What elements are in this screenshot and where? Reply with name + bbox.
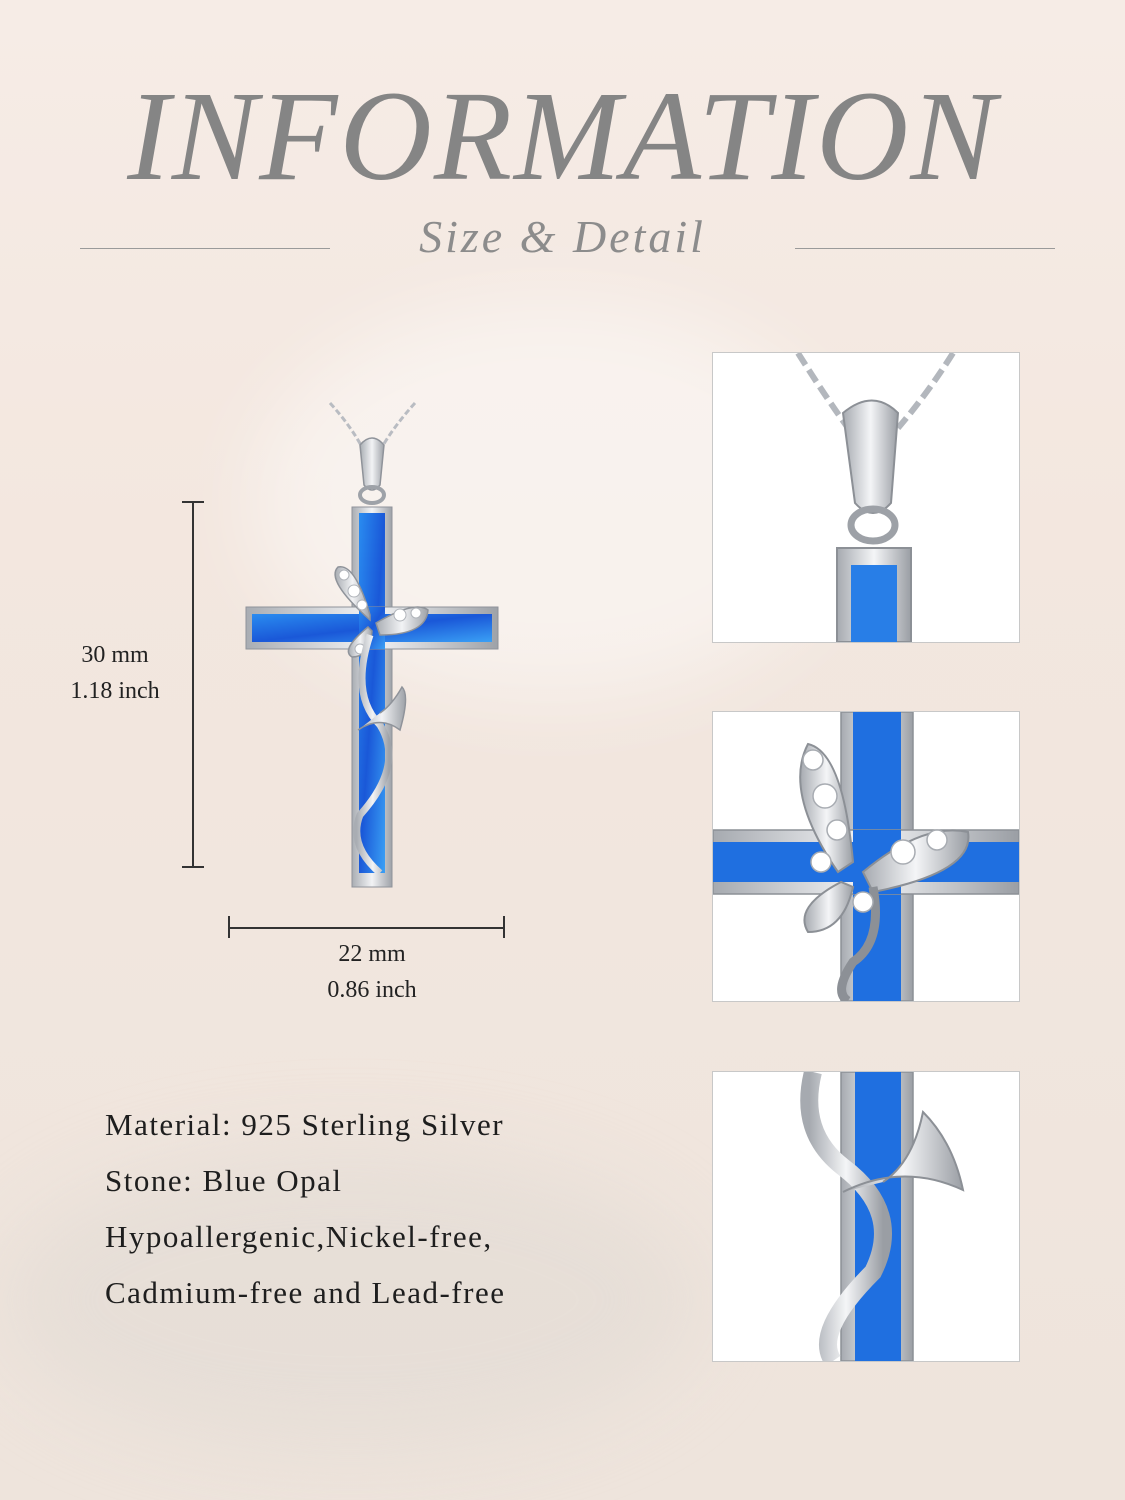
width-dimension-line xyxy=(229,927,504,929)
pendant-illustration xyxy=(230,395,510,895)
divider-left xyxy=(80,248,330,249)
height-dimension-line xyxy=(192,502,194,867)
width-dimension-cap xyxy=(503,916,505,938)
spec-hypoallergenic: Hypoallergenic,Nickel-free, xyxy=(105,1219,493,1254)
detail-bail-image xyxy=(712,352,1020,643)
background-glow xyxy=(0,1150,700,1450)
specs-block: Material: 925 Sterling Silver Stone: Blu… xyxy=(105,1100,505,1324)
detail-butterfly-image xyxy=(712,711,1020,1002)
width-mm-label: 22 mm xyxy=(338,941,406,967)
page-subtitle: Size & Detail xyxy=(419,211,706,262)
subtitle-row: Size & Detail xyxy=(0,210,1125,270)
height-dimension-cap xyxy=(182,866,204,868)
width-dimension-cap xyxy=(228,916,230,938)
width-inch-label: 0.86 inch xyxy=(327,977,417,1003)
spec-stone: Stone: Blue Opal xyxy=(105,1163,343,1198)
height-dimension-cap xyxy=(182,501,204,503)
spec-lead-free: Cadmium-free and Lead-free xyxy=(105,1275,506,1310)
page-title: INFORMATION xyxy=(127,65,998,207)
height-mm-label: 30 mm xyxy=(81,642,149,668)
divider-right xyxy=(795,248,1055,249)
detail-vine-image xyxy=(712,1071,1020,1362)
height-inch-label: 1.18 inch xyxy=(70,678,160,704)
spec-material: Material: 925 Sterling Silver xyxy=(105,1107,505,1142)
